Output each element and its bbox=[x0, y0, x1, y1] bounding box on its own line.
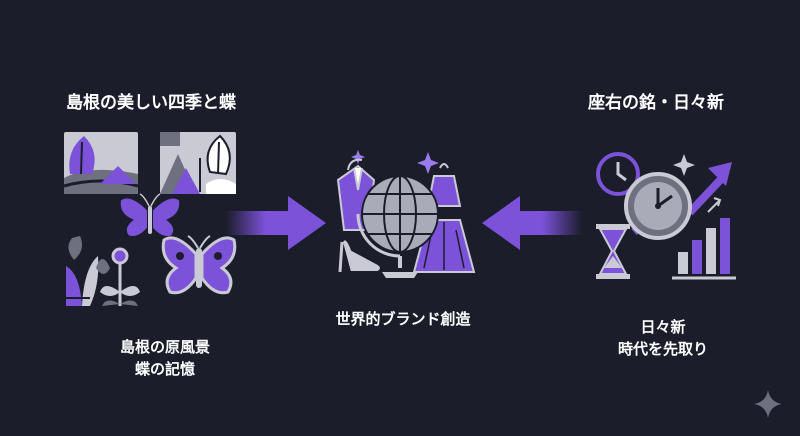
butterfly-icon bbox=[118, 193, 182, 238]
right-title: 座右の銘・日々新 bbox=[588, 93, 724, 113]
right-caption-line: 日々新 bbox=[640, 318, 686, 336]
left-caption: 島根の原風景 蝶の記憶 bbox=[100, 336, 230, 380]
hourglass-icon bbox=[596, 224, 630, 279]
mountain-leaf-tile bbox=[160, 132, 236, 194]
clock-icon bbox=[624, 172, 692, 240]
sparkle-icon bbox=[754, 390, 782, 418]
high-heel-icon bbox=[338, 238, 382, 273]
leaf-landscape-tile bbox=[63, 132, 139, 194]
globe-icon bbox=[356, 175, 439, 278]
global-fashion-illustration bbox=[336, 150, 476, 278]
bar-chart-icon bbox=[672, 218, 736, 280]
left-caption-line: 蝶の記憶 bbox=[134, 360, 195, 378]
arrow-left-icon bbox=[482, 196, 582, 250]
arrow-right-icon bbox=[226, 196, 326, 250]
clock-icon bbox=[596, 152, 640, 196]
center-caption: 世界的ブランド創造 bbox=[335, 310, 471, 328]
sparkle-icon bbox=[417, 152, 439, 174]
sparkle-icon bbox=[351, 150, 365, 164]
flower-icon bbox=[62, 236, 140, 306]
butterfly-icon bbox=[161, 235, 237, 295]
right-caption: 日々新 時代を先取り bbox=[598, 316, 728, 360]
time-growth-illustration bbox=[596, 152, 736, 280]
seasons-butterflies-illustration bbox=[62, 132, 237, 306]
right-caption-line: 時代を先取り bbox=[617, 340, 708, 358]
sparkle-icon bbox=[673, 154, 695, 176]
left-caption-line: 島根の原風景 bbox=[119, 338, 210, 356]
left-title: 島根の美しい四季と蝶 bbox=[66, 93, 236, 113]
